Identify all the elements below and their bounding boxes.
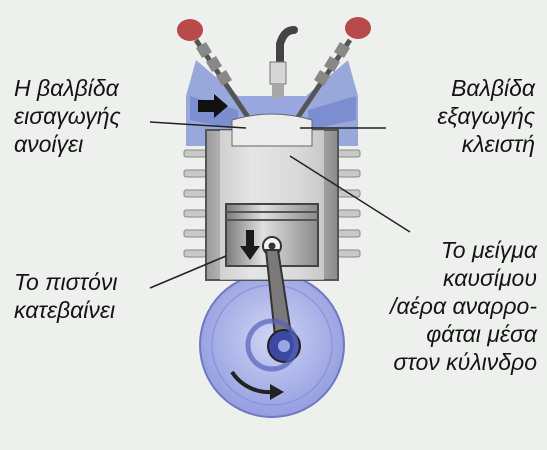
piston-label: Το πιστόνι κατεβαίνει [14, 268, 118, 324]
intake-valve-label-line-1: Η βαλβίδα [14, 74, 121, 102]
intake-valve-label: Η βαλβίδα εισαγωγής ανοίγει [14, 74, 121, 158]
exhaust-valve-label: Βαλβίδα εξαγωγής κλειστή [437, 74, 535, 158]
exhaust-valve-label-line-1: Βαλβίδα [437, 74, 535, 102]
exhaust-valve-label-line-2: εξαγωγής [437, 102, 535, 130]
piston-label-line-2: κατεβαίνει [14, 296, 118, 324]
intake-valve-label-line-3: ανοίγει [14, 130, 121, 158]
mixture-label-line-2: καυσίμου [390, 264, 537, 292]
mixture-label-line-4: φάται μέσα [390, 320, 537, 348]
mixture-label-line-3: /αέρα αναρρο- [390, 292, 537, 320]
mixture-label-line-5: στον κύλινδρο [390, 348, 537, 376]
fuel-air-mixture-label: Το μείγμα καυσίμου /αέρα αναρρο- φάται μ… [390, 236, 537, 376]
intake-valve-label-line-2: εισαγωγής [14, 102, 121, 130]
piston-label-line-1: Το πιστόνι [14, 268, 118, 296]
spark-plug [270, 30, 294, 98]
exhaust-valve-label-line-3: κλειστή [437, 130, 535, 158]
mixture-label-line-1: Το μείγμα [390, 236, 537, 264]
